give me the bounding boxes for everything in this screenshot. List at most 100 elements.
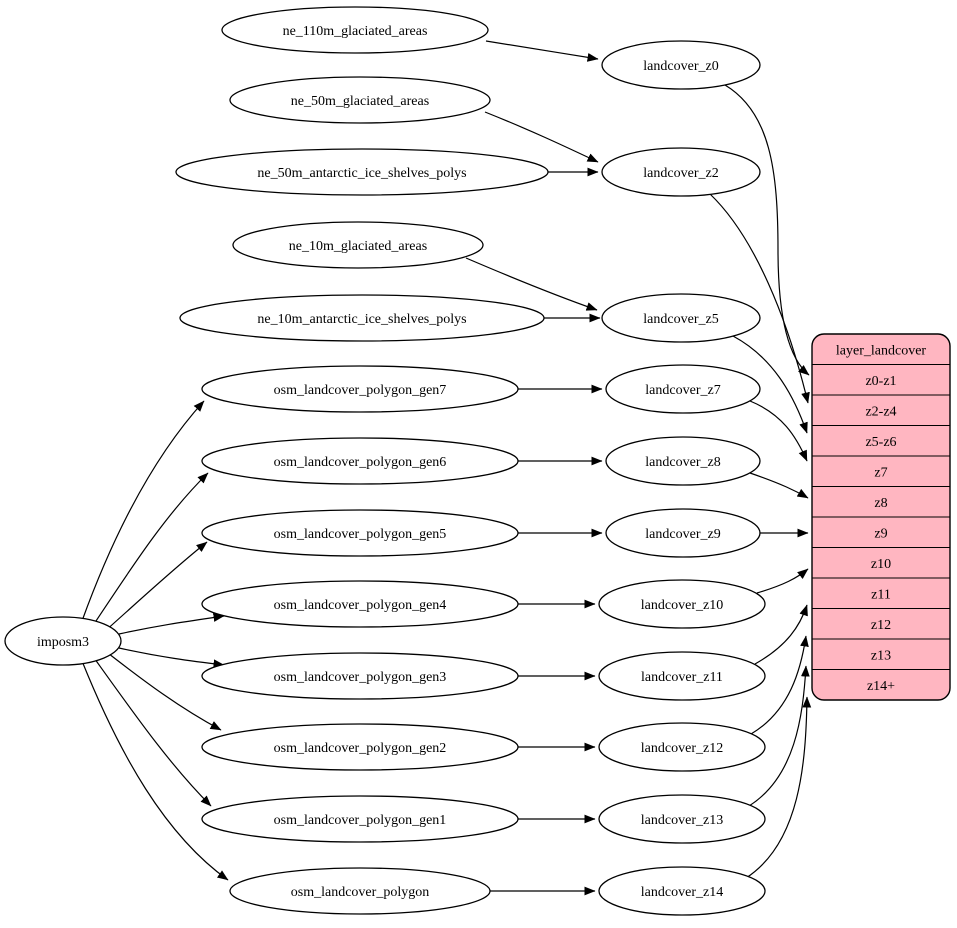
edge-ne_10m_glaciated_areas-to-landcover_z5 xyxy=(465,257,598,311)
node-ellipse-landcover_z10 xyxy=(598,579,766,629)
node-ellipse-landcover_z11 xyxy=(598,651,766,701)
edge-landcover_z0-to-layer_landcover-z0-z1 xyxy=(724,84,810,376)
node-label-ne_10m_antarctic_ice_shelves_polys: ne_10m_antarctic_ice_shelves_polys xyxy=(257,312,466,327)
edge-ne_50m_glaciated_areas-to-landcover_z2 xyxy=(484,111,599,163)
node-label-landcover_z13: landcover_z13 xyxy=(641,813,723,828)
node-label-osm_landcover_polygon_gen6: osm_landcover_polygon_gen6 xyxy=(274,455,447,470)
node-ellipse-osm_landcover_polygon_gen6 xyxy=(201,437,519,485)
node-ellipse-landcover_z0 xyxy=(601,40,761,90)
node-ellipse-landcover_z2 xyxy=(601,147,761,197)
edge-landcover_z5-to-layer_landcover-z5-z6 xyxy=(732,335,808,434)
node-landcover_z14: landcover_z14 xyxy=(598,866,766,916)
node-ellipse-landcover_z9 xyxy=(605,508,761,558)
edge-imposm3-to-osm_landcover_polygon_gen3 xyxy=(118,647,225,669)
table-row-z9: z9 xyxy=(874,526,887,541)
table-row-z0-z1: z0-z1 xyxy=(865,374,896,389)
node-landcover_z9: landcover_z9 xyxy=(605,508,761,558)
node-imposm3: imposm3 xyxy=(4,616,122,666)
node-label-osm_landcover_polygon_gen1: osm_landcover_polygon_gen1 xyxy=(274,813,447,828)
node-ellipse-landcover_z13 xyxy=(598,794,766,844)
table-row-z13: z13 xyxy=(871,648,891,663)
node-label-ne_10m_glaciated_areas: ne_10m_glaciated_areas xyxy=(289,239,427,254)
node-osm_landcover_polygon: osm_landcover_polygon xyxy=(229,867,491,915)
node-ellipse-ne_10m_glaciated_areas xyxy=(232,221,484,269)
table-row-z2-z4: z2-z4 xyxy=(865,404,896,419)
node-ellipse-ne_10m_antarctic_ice_shelves_polys xyxy=(179,294,545,342)
edge-landcover_z2-to-layer_landcover-z2-z4 xyxy=(709,193,810,404)
node-landcover_z12: landcover_z12 xyxy=(598,722,766,772)
edge-ne_110m_glaciated_areas-to-landcover_z0 xyxy=(485,40,599,62)
table-layer_landcover: layer_landcoverz0-z1z2-z4z5-z6z7z8z9z10z… xyxy=(811,333,951,701)
node-ellipse-ne_50m_glaciated_areas xyxy=(229,76,491,124)
node-label-landcover_z10: landcover_z10 xyxy=(641,598,723,613)
node-label-osm_landcover_polygon_gen5: osm_landcover_polygon_gen5 xyxy=(274,527,447,542)
node-ellipse-landcover_z7 xyxy=(605,364,761,414)
node-label-landcover_z0: landcover_z0 xyxy=(643,59,718,74)
node-landcover_z0: landcover_z0 xyxy=(601,40,761,90)
node-label-osm_landcover_polygon_gen4: osm_landcover_polygon_gen4 xyxy=(274,598,447,613)
node-ellipse-osm_landcover_polygon_gen4 xyxy=(201,580,519,628)
node-label-landcover_z7: landcover_z7 xyxy=(645,383,720,398)
node-osm_landcover_polygon_gen4: osm_landcover_polygon_gen4 xyxy=(201,580,519,628)
node-landcover_z5: landcover_z5 xyxy=(601,293,761,343)
node-ellipse-osm_landcover_polygon xyxy=(229,867,491,915)
node-label-imposm3: imposm3 xyxy=(37,635,89,650)
node-label-landcover_z2: landcover_z2 xyxy=(643,166,718,181)
edge-landcover_z8-to-layer_landcover-z8 xyxy=(749,472,809,499)
table-row-z14+: z14+ xyxy=(867,679,895,694)
node-ellipse-landcover_z8 xyxy=(605,436,761,486)
edge-imposm3-to-osm_landcover_polygon_gen4 xyxy=(118,613,225,635)
edge-imposm3-to-osm_landcover_polygon_gen1 xyxy=(91,654,212,807)
node-ellipse-ne_110m_glaciated_areas xyxy=(221,6,489,54)
edge-landcover_z11-to-layer_landcover-z11 xyxy=(754,604,808,665)
node-label-osm_landcover_polygon_gen7: osm_landcover_polygon_gen7 xyxy=(274,383,447,398)
edge-imposm3-to-osm_landcover_polygon_gen6 xyxy=(91,472,209,628)
edge-imposm3-to-osm_landcover_polygon xyxy=(81,660,229,881)
node-ellipse-osm_landcover_polygon_gen3 xyxy=(201,652,519,700)
node-osm_landcover_polygon_gen6: osm_landcover_polygon_gen6 xyxy=(201,437,519,485)
edge-landcover_z13-to-layer_landcover-z13 xyxy=(748,665,810,807)
edge-landcover_z14-to-layer_landcover-z14+ xyxy=(745,696,812,879)
node-label-landcover_z14: landcover_z14 xyxy=(641,885,723,900)
table-row-z8: z8 xyxy=(874,496,887,511)
node-landcover_z2: landcover_z2 xyxy=(601,147,761,197)
node-landcover_z7: landcover_z7 xyxy=(605,364,761,414)
node-landcover_z10: landcover_z10 xyxy=(598,579,766,629)
node-label-landcover_z9: landcover_z9 xyxy=(645,527,720,542)
node-ne_10m_antarctic_ice_shelves_polys: ne_10m_antarctic_ice_shelves_polys xyxy=(179,294,545,342)
node-landcover_z8: landcover_z8 xyxy=(605,436,761,486)
node-label-landcover_z8: landcover_z8 xyxy=(645,455,720,470)
node-ellipse-osm_landcover_polygon_gen5 xyxy=(201,509,519,557)
node-ne_50m_antarctic_ice_shelves_polys: ne_50m_antarctic_ice_shelves_polys xyxy=(175,148,549,196)
node-osm_landcover_polygon_gen2: osm_landcover_polygon_gen2 xyxy=(201,723,519,771)
node-ellipse-imposm3 xyxy=(4,616,122,666)
table-row-z10: z10 xyxy=(871,557,891,572)
node-landcover_z13: landcover_z13 xyxy=(598,794,766,844)
node-label-landcover_z11: landcover_z11 xyxy=(641,670,723,685)
edge-imposm3-to-osm_landcover_polygon_gen2 xyxy=(103,649,222,731)
node-label-ne_50m_antarctic_ice_shelves_polys: ne_50m_antarctic_ice_shelves_polys xyxy=(257,166,466,181)
edge-imposm3-to-osm_landcover_polygon_gen7 xyxy=(81,400,205,622)
node-ellipse-osm_landcover_polygon_gen1 xyxy=(201,795,519,843)
node-label-ne_110m_glaciated_areas: ne_110m_glaciated_areas xyxy=(283,24,428,39)
edge-landcover_z7-to-layer_landcover-z7 xyxy=(749,400,808,462)
node-osm_landcover_polygon_gen3: osm_landcover_polygon_gen3 xyxy=(201,652,519,700)
table-row-z7: z7 xyxy=(874,465,887,480)
node-label-osm_landcover_polygon_gen3: osm_landcover_polygon_gen3 xyxy=(274,670,447,685)
node-ellipse-osm_landcover_polygon_gen2 xyxy=(201,723,519,771)
node-osm_landcover_polygon_gen5: osm_landcover_polygon_gen5 xyxy=(201,509,519,557)
node-ellipse-landcover_z5 xyxy=(601,293,761,343)
node-label-osm_landcover_polygon: osm_landcover_polygon xyxy=(291,885,429,900)
node-label-osm_landcover_polygon_gen2: osm_landcover_polygon_gen2 xyxy=(274,741,447,756)
node-label-landcover_z12: landcover_z12 xyxy=(641,741,723,756)
node-label-ne_50m_glaciated_areas: ne_50m_glaciated_areas xyxy=(291,94,429,109)
table-row-z11: z11 xyxy=(871,587,891,602)
node-ne_50m_glaciated_areas: ne_50m_glaciated_areas xyxy=(229,76,491,124)
edge-landcover_z10-to-layer_landcover-z10 xyxy=(756,568,809,594)
node-ellipse-ne_50m_antarctic_ice_shelves_polys xyxy=(175,148,549,196)
table-row-z5-z6: z5-z6 xyxy=(865,435,896,450)
node-ellipse-osm_landcover_polygon_gen7 xyxy=(201,365,519,413)
edge-landcover_z12-to-layer_landcover-z12 xyxy=(750,635,809,735)
